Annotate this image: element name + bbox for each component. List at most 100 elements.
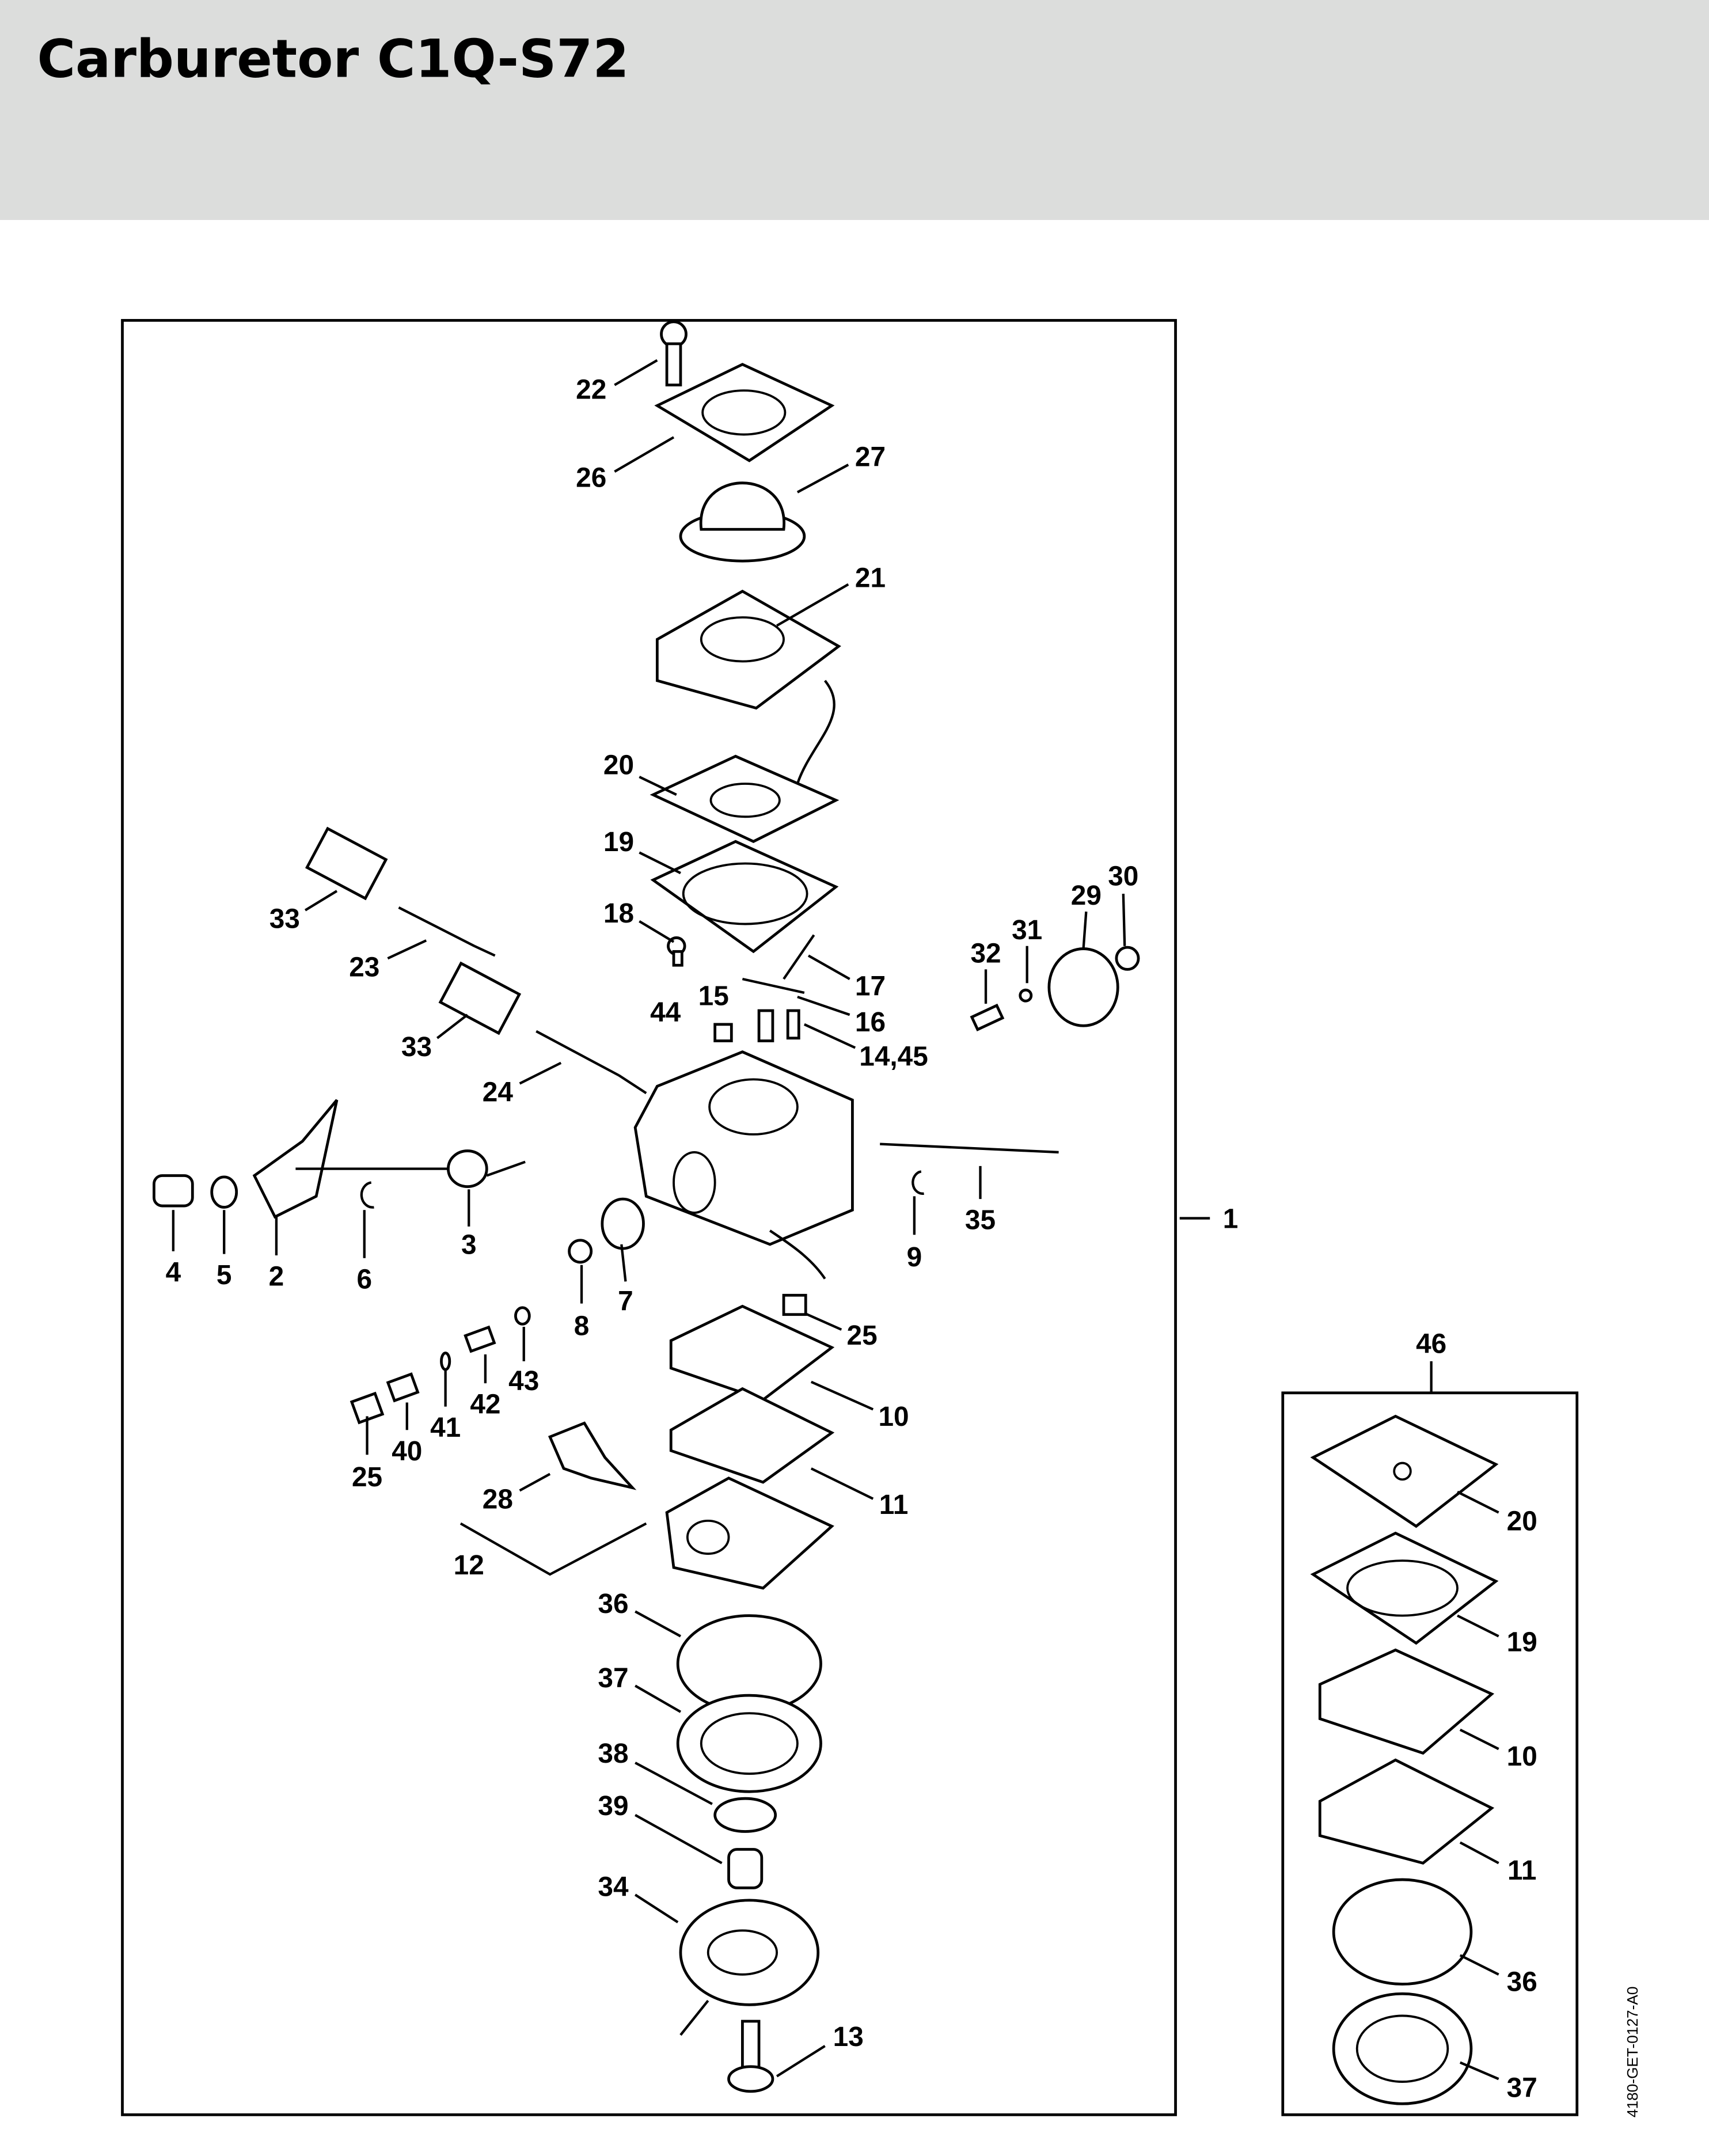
callout-leader-16: [797, 996, 850, 1016]
callout-leader-20: [639, 776, 677, 796]
kit-callout-label-19: 19: [1507, 1627, 1537, 1658]
callout-leader-28: [519, 1472, 551, 1492]
callout-label-13: 13: [833, 2022, 864, 2052]
callout-label-37: 37: [598, 1663, 628, 1694]
kit-callout-leader-37: [1459, 2061, 1499, 2081]
callout-leader-14-45: [803, 1023, 856, 1049]
clip-6-drawing: [360, 1181, 374, 1209]
callout-label-6: 6: [356, 1264, 372, 1295]
callout-label-17: 17: [855, 971, 886, 1002]
callout-leader-24: [519, 1061, 562, 1085]
callout-label-34: 34: [598, 1872, 629, 1903]
callout-label-31: 31: [1012, 915, 1042, 946]
header-bar: [0, 0, 1709, 221]
callout-leader-36: [635, 1610, 681, 1638]
kit-callout-label-20: 20: [1507, 1506, 1537, 1537]
callout-label-10: 10: [878, 1402, 909, 1432]
limiter-cap-33-drawing: [305, 826, 388, 901]
ball-31-drawing: [1019, 988, 1033, 1003]
adjust-screw-23-drawing: [398, 906, 496, 957]
callout-leader-33: [304, 890, 338, 912]
callout-label-18: 18: [603, 898, 634, 929]
gasket-10-drawing: [669, 1304, 835, 1402]
washer-5-drawing: [210, 1175, 238, 1209]
lever-2-drawing: [252, 1099, 454, 1219]
callout-leader-26: [614, 436, 675, 473]
fitting-28-drawing: [548, 1421, 637, 1490]
callout-bracket-12: [459, 1522, 647, 1576]
callout-label-25: 25: [352, 1462, 382, 1493]
spring-15-drawing: [757, 1009, 774, 1042]
callout-leader-23: [387, 939, 427, 960]
kit-callout-label-36: 36: [1507, 1967, 1537, 1997]
callout-label-44: 44: [650, 997, 681, 1028]
part-drawings: [153, 320, 1499, 2105]
callout-leader-17: [807, 954, 850, 980]
callout-label-33: 33: [401, 1032, 432, 1062]
callout-label-3: 3: [461, 1230, 477, 1261]
limiter-cap-33b-drawing: [438, 961, 522, 1035]
callout-label-39: 39: [598, 1791, 628, 1821]
kit-callout-label-10: 10: [1507, 1741, 1537, 1772]
kit-callout-labels: 20 19 10 11 36 37: [1457, 1490, 1537, 2103]
callout-leader-34: [634, 1893, 679, 1923]
callout-label-14-45: 14,45: [859, 1042, 928, 1072]
shaft-35-drawing: [880, 1142, 1059, 1154]
kit-gasket-36-drawing: [1332, 1878, 1473, 1986]
kit-gasket-11-drawing: [1318, 1758, 1495, 1865]
callout-leader-22: [614, 359, 658, 386]
callout-label-25: 25: [847, 1320, 878, 1351]
callout-label-22: 22: [576, 374, 606, 405]
screw-30-drawing: [1115, 946, 1140, 971]
callout-label-33: 33: [269, 904, 300, 935]
callout-leader-7: [620, 1244, 627, 1282]
callout-leader-27: [796, 464, 849, 494]
callout-leader-33: [436, 1014, 469, 1039]
callout-label-2: 2: [269, 1262, 284, 1292]
callout-label-21: 21: [855, 563, 886, 594]
adjust-screw-24-drawing: [536, 1030, 647, 1095]
kit-gasket-10-drawing: [1318, 1648, 1495, 1755]
callout-label-11: 11: [879, 1490, 908, 1520]
callout-label-29: 29: [1071, 880, 1102, 911]
callout-labels: 22262721201918171614,4515443323332432312…: [166, 359, 1238, 2078]
kit-callout-leader-11: [1459, 1841, 1499, 1865]
callout-label-15: 15: [698, 981, 729, 1011]
kit-label-46: 46: [1416, 1329, 1446, 1360]
callout-label-38: 38: [598, 1739, 628, 1769]
needle-14-drawing: [786, 1009, 800, 1040]
callout-label-35: 35: [965, 1205, 996, 1236]
pump-body-21-drawing: [655, 589, 841, 784]
callout-label-30: 30: [1108, 861, 1138, 892]
spring-39-drawing: [727, 1848, 764, 1889]
clip-9-drawing: [912, 1170, 924, 1195]
callout-label-20: 20: [603, 750, 634, 780]
callout-label-4: 4: [166, 1257, 181, 1288]
kit-callout-label-11: 11: [1507, 1855, 1536, 1886]
callout-leader-39: [635, 1813, 723, 1865]
kit-callout-label-37: 37: [1507, 2073, 1537, 2103]
metering-body-12-drawing: [665, 1476, 834, 1590]
screw-4-drawing: [153, 1174, 194, 1208]
kit-callout-leader-10: [1459, 1728, 1499, 1751]
callout-label-19: 19: [603, 827, 634, 857]
main-assembly-frame: [121, 318, 1177, 2116]
callout-leader-38: [635, 1762, 713, 1805]
callout-label-42: 42: [470, 1390, 500, 1420]
pin-17-drawing: [783, 934, 815, 980]
screw-8-drawing: [568, 1239, 593, 1264]
screw-13-drawing: [727, 2020, 774, 2093]
small-parts-40-43-drawing: [350, 1306, 531, 1425]
cover-plate-26-drawing: [654, 363, 835, 462]
drawing-code: 4180-GET-0127-A0: [1624, 1987, 1641, 2118]
callout-leader-19: [639, 851, 681, 875]
carburetor-body-drawing: [633, 1050, 854, 1280]
callout-leader-18: [639, 920, 675, 943]
callout-label-41: 41: [430, 1413, 461, 1443]
callout-leader-21: [776, 583, 849, 627]
callout-label-43: 43: [508, 1366, 539, 1396]
callout-leader-13: [776, 2045, 826, 2078]
valve-7-drawing: [601, 1197, 645, 1250]
callout-label-27: 27: [855, 442, 886, 472]
